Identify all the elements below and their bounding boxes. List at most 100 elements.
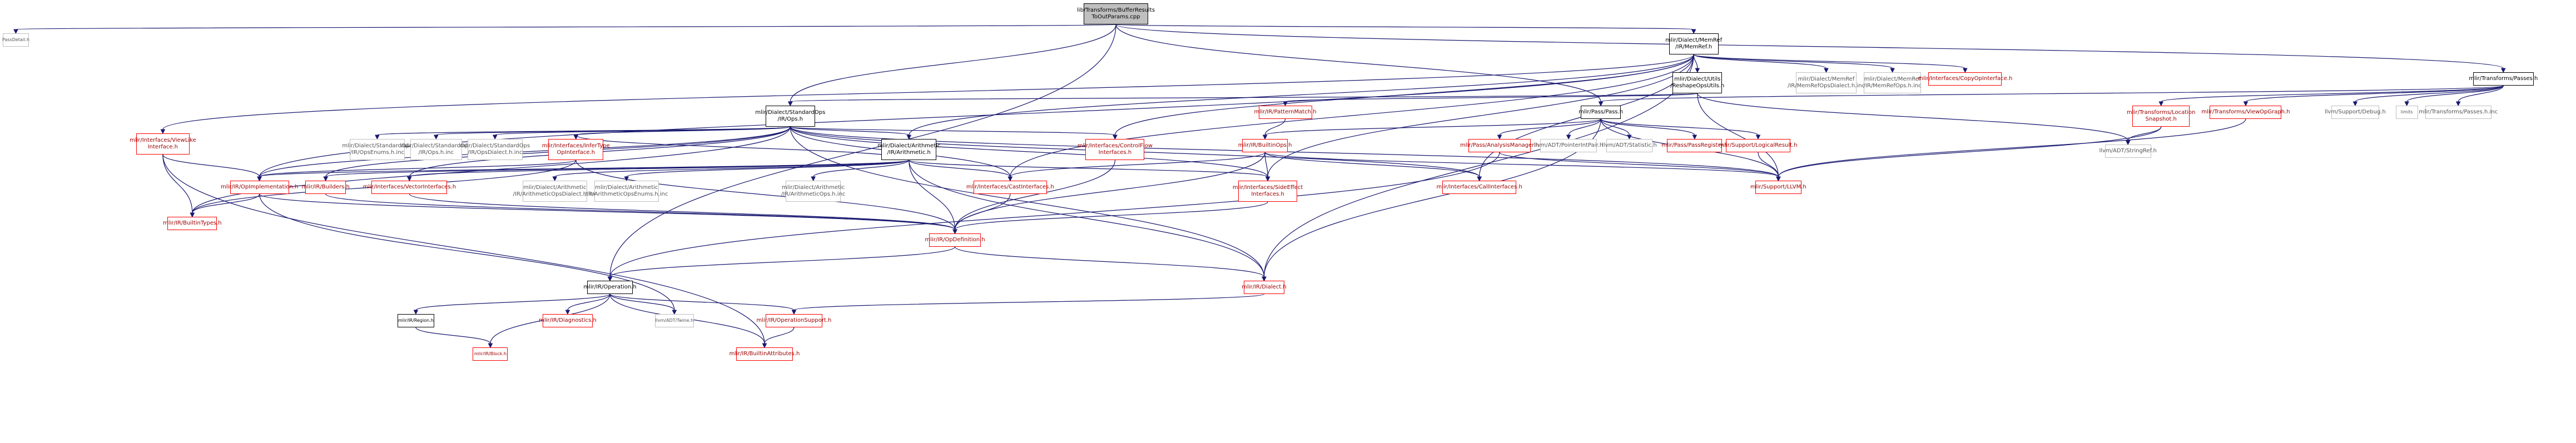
- edge-viewlike-opimpl: [162, 154, 260, 177]
- edge-arith-opimpl: [259, 160, 910, 177]
- edge-arrowhead: [1566, 135, 1571, 140]
- edge-memref-sideeffect: [1267, 54, 1694, 177]
- node-label: mlir/IR/PatternMatch.h: [1254, 109, 1317, 115]
- node-root[interactable]: lib/Transforms/BufferResults ToOutParams…: [1077, 3, 1155, 24]
- edge-passpass-ptrintpair: [1568, 118, 1601, 136]
- edge-viewlike-builtinattr: [162, 154, 765, 344]
- edge-opdef-dialect: [954, 246, 1265, 277]
- node-region[interactable]: mlir/IR/Region.h: [397, 314, 434, 327]
- node-builders[interactable]: mlir/IR/Builders.h: [302, 181, 350, 194]
- edge-stdops-infertype: [575, 126, 791, 136]
- edge-vectorif-opdef: [409, 193, 956, 230]
- edge-memref-dialect: [1263, 54, 1694, 277]
- edge-arrowhead: [1776, 176, 1781, 182]
- node-arithops: mlir/Dialect/Arithmetic /IR/ArithmeticOp…: [781, 181, 845, 202]
- node-analysismgr[interactable]: mlir/Pass/AnalysisManager.h: [1460, 139, 1539, 152]
- node-label: mlir/Interfaces/CastInterfaces.h: [966, 184, 1054, 190]
- edge-root-passdetail: [15, 24, 1116, 30]
- edge-arrowhead: [1497, 135, 1502, 140]
- node-transpasses[interactable]: mlir/Transforms/Passes.h: [2469, 72, 2538, 86]
- edge-memref-copyop: [1693, 54, 1965, 69]
- node-label: mlir/Dialect/MemRef /IR/MemRefOps.h.inc: [1863, 76, 1922, 89]
- node-dialect[interactable]: mlir/IR/Dialect.h: [1242, 281, 1287, 294]
- node-passpass[interactable]: mlir/Pass/Pass.h: [1579, 106, 1624, 119]
- node-label: llvm/Support/Debug.h: [2324, 109, 2386, 115]
- node-opsupport[interactable]: mlir/IR/OperationSupport.h: [757, 314, 831, 327]
- edge-reshape-stdops: [790, 93, 1698, 102]
- node-label: mlir/IR/Builders.h: [301, 184, 350, 190]
- node-callif[interactable]: mlir/Interfaces/CallInterfaces.h: [1437, 181, 1522, 194]
- node-castif[interactable]: mlir/Interfaces/CastInterfaces.h: [966, 181, 1054, 194]
- node-stdops[interactable]: mlir/Dialect/StandardOps /IR/Ops.h: [755, 106, 825, 127]
- node-opimpl[interactable]: mlir/IR/OpImplementation.h: [221, 181, 298, 194]
- edge-transpasses-viewopgraph: [2245, 85, 2504, 102]
- edge-arrowhead: [433, 135, 439, 140]
- edge-memref-reshape: [1693, 54, 1698, 69]
- node-vectorif[interactable]: mlir/Interfaces/VectorInterfaces.h: [363, 181, 456, 194]
- node-memref[interactable]: mlir/Dialect/MemRef /IR/MemRef.h: [1665, 33, 1722, 54]
- node-builtinops[interactable]: mlir/IR/BuiltinOps.h: [1238, 139, 1292, 152]
- edge-logicalresult-llvmh: [1758, 152, 1779, 177]
- node-diagnostics[interactable]: mlir/IR/Diagnostics.h: [539, 314, 597, 327]
- edge-arrowhead: [375, 135, 380, 140]
- node-sideeffect[interactable]: mlir/Interfaces/SideEffect Interfaces.h: [1233, 181, 1303, 202]
- edge-memref-memrefops: [1693, 54, 1893, 69]
- edge-builtinops-llvmh: [1264, 152, 1779, 177]
- node-ptrintpair: llvm/ADT/PointerIntPair.h: [1534, 139, 1603, 152]
- node-arithenums: mlir/Dialect/Arithmetic /IR/ArithmeticOp…: [585, 181, 668, 202]
- edge-arrowhead: [492, 135, 498, 140]
- edge-arrowhead: [1113, 135, 1118, 140]
- node-label: mlir/Interfaces/InferType OpInterface.h: [542, 143, 610, 156]
- node-label: mlir/Interfaces/SideEffect Interfaces.h: [1232, 185, 1303, 197]
- edge-stdops-controlflow: [790, 126, 1116, 136]
- node-label: mlir/IR/Operation.h: [583, 284, 637, 290]
- node-viewopgraph[interactable]: mlir/Transforms/ViewOpGraph.h: [2201, 106, 2290, 119]
- node-reshape[interactable]: mlir/Dialect/Utils /ReshapeOpsUtils.h: [1670, 72, 1724, 93]
- node-arith[interactable]: mlir/Dialect/Arithmetic /IR/Arithmetic.h: [877, 139, 940, 160]
- edge-builtinops-callif: [1264, 152, 1480, 177]
- node-label: mlir/Dialect/MemRef /IR/MemRef.h: [1665, 37, 1723, 50]
- edge-arrowhead: [323, 176, 329, 182]
- node-label: mlir/Interfaces/ViewLike Interface.h: [129, 137, 196, 150]
- node-controlflow[interactable]: mlir/Interfaces/ControlFlow Interfaces.h: [1078, 139, 1153, 160]
- node-llvmh[interactable]: mlir/Support/LLVM.h: [1750, 181, 1806, 194]
- node-twine: llvm/ADT/Twine.h: [655, 314, 694, 327]
- node-infertype[interactable]: mlir/Interfaces/InferType OpInterface.h: [542, 139, 610, 160]
- edge-arith-dialect: [909, 160, 1265, 277]
- node-builtintypes[interactable]: mlir/IR/BuiltinTypes.h: [163, 217, 222, 230]
- node-opdef[interactable]: mlir/IR/OpDefinition.h: [925, 233, 985, 247]
- node-label: mlir/IR/Dialect.h: [1242, 284, 1287, 290]
- edge-arrowhead: [573, 135, 579, 140]
- node-logicalresult[interactable]: mlir/Support/LogicalResult.h: [1719, 139, 1798, 152]
- edge-stdops-stdopsinc: [435, 126, 791, 136]
- node-operation[interactable]: mlir/IR/Operation.h: [583, 281, 637, 294]
- edge-arrowhead: [2352, 101, 2358, 107]
- node-locsnap[interactable]: mlir/Transforms/Location Snapshot.h: [2127, 106, 2195, 127]
- edge-arrowhead: [413, 310, 419, 315]
- edge-arrowhead: [788, 101, 793, 107]
- edge-arrowhead: [407, 176, 412, 182]
- node-label: mlir/Dialect/StandardOps /IR/OpsEnums.h.…: [342, 143, 413, 156]
- edge-castif-opdef: [954, 193, 1011, 230]
- node-passregistry[interactable]: mlir/Pass/PassRegistry.h: [1661, 139, 1728, 152]
- node-label: llvm/ADT/Twine.h: [655, 318, 694, 323]
- node-patternmatch[interactable]: mlir/IR/PatternMatch.h: [1254, 106, 1317, 119]
- node-builtinattr[interactable]: mlir/IR/BuiltinAttributes.h: [729, 347, 800, 361]
- edge-opimpl-builtintypes: [192, 193, 260, 213]
- edge-arrowhead: [906, 135, 912, 140]
- edge-arrowhead: [565, 310, 570, 315]
- edge-controlflow-opdef: [954, 160, 1116, 230]
- node-stdenums: mlir/Dialect/StandardOps /IR/OpsEnums.h.…: [342, 139, 412, 160]
- node-label: mlir/IR/BuiltinTypes.h: [163, 220, 222, 226]
- edge-dialect-opsupport: [793, 293, 1265, 311]
- node-block[interactable]: mlir/IR/Block.h: [473, 347, 508, 361]
- node-viewlike[interactable]: mlir/Interfaces/ViewLike Interface.h: [130, 133, 196, 155]
- node-label: mlir/Interfaces/ControlFlow Interfaces.h: [1077, 143, 1153, 156]
- edge-root-memref: [1115, 24, 1694, 30]
- node-label: mlir/Pass/Pass.h: [1579, 109, 1624, 115]
- edge-arrowhead: [2455, 101, 2461, 107]
- node-label: mlir/Dialect/StandardOps /IR/Ops.h: [755, 109, 826, 122]
- node-copyop[interactable]: mlir/Interfaces/CopyOpInterface.h: [1918, 72, 2012, 86]
- node-label: llvm/ADT/StringRef.h: [2099, 148, 2157, 154]
